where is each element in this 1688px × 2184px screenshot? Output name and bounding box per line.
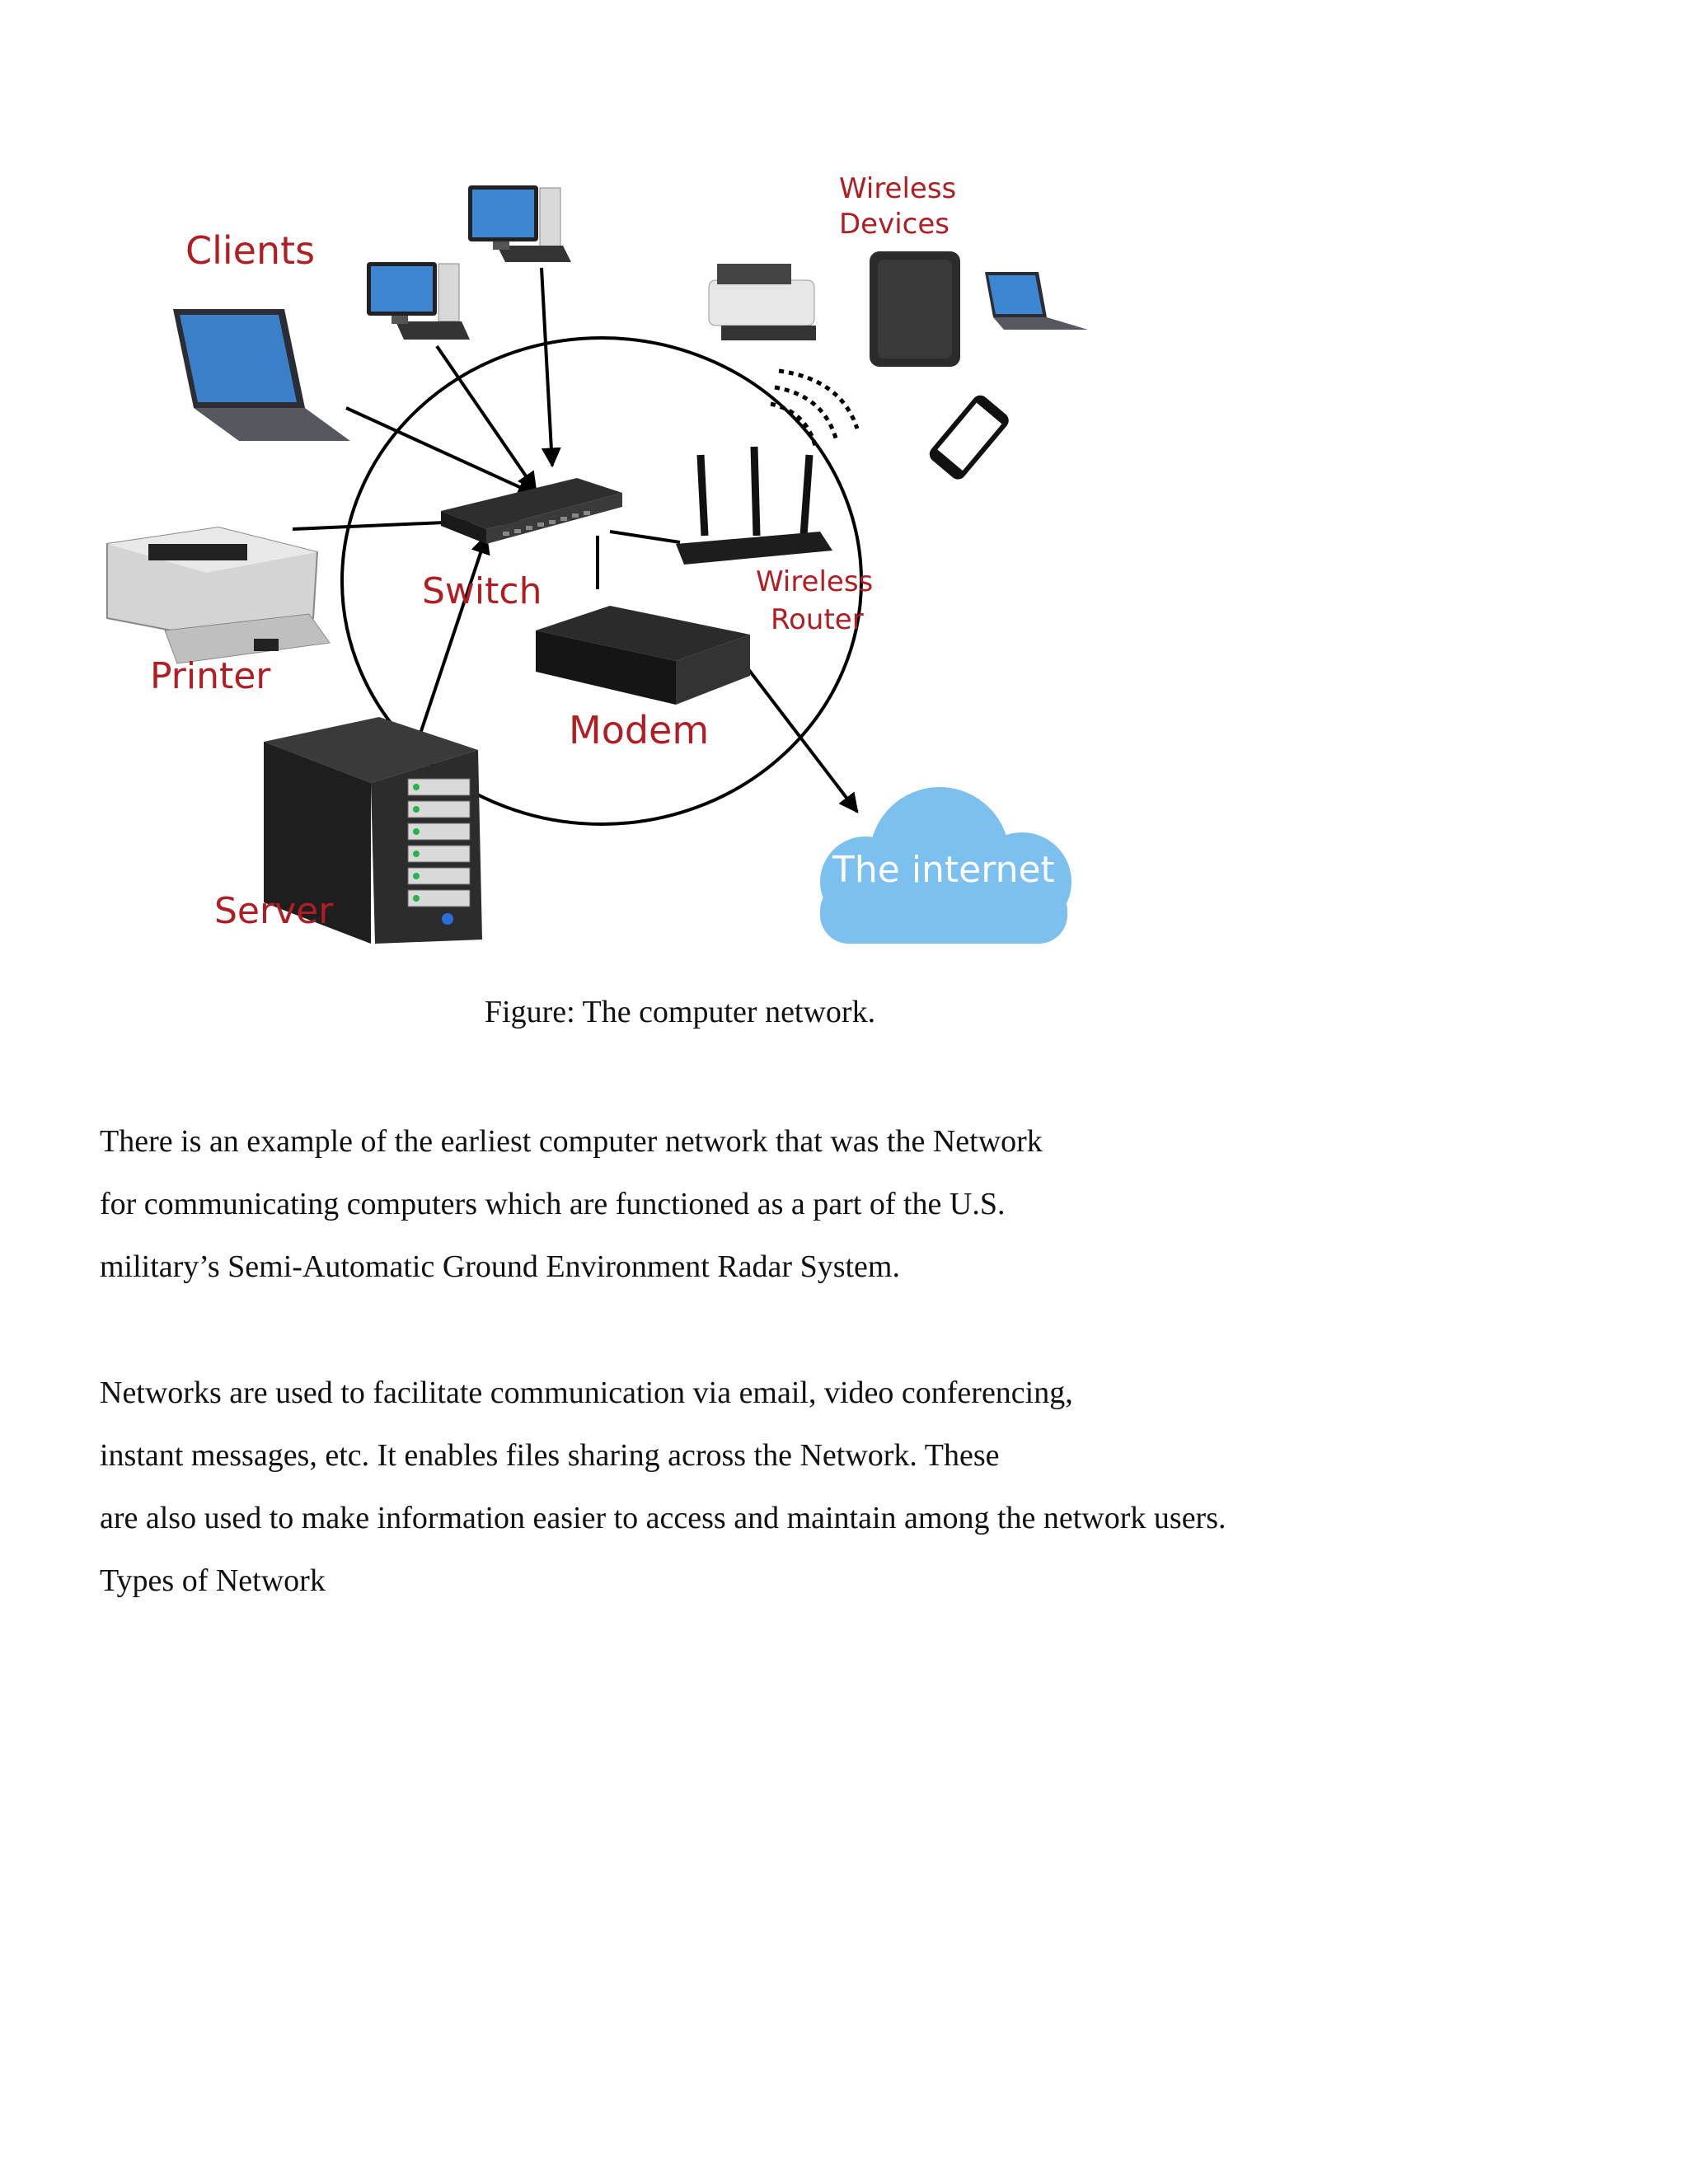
link-desktop2-to-switch: [540, 267, 561, 468]
label-internet: The internet: [832, 849, 1055, 891]
paragraph-earliest-network: There is an example of the earliest comp…: [100, 1110, 1043, 1298]
text-line: Networks are used to facilitate communic…: [100, 1376, 1073, 1410]
label-wireless-devices-2: Devices: [839, 208, 950, 241]
wireless-speaker-icon: [870, 251, 960, 367]
wireless-signal-icon: [770, 368, 860, 450]
link-server-to-switch: [419, 533, 490, 734]
modem-icon: [536, 606, 750, 705]
network-diagram: Clients Wireless Devices Printer Switch …: [106, 172, 1088, 944]
label-switch: Switch: [422, 570, 542, 612]
paragraph-network-uses: Networks are used to facilitate communic…: [100, 1361, 1226, 1612]
network-circle: [340, 336, 863, 826]
heading-types-of-network: Types of Network: [100, 1563, 326, 1598]
text-line: military’s Semi-Automatic Ground Environ…: [100, 1249, 900, 1284]
label-clients: Clients: [185, 228, 315, 273]
label-wireless-router-2: Router: [771, 603, 864, 636]
figure-caption: Figure: The computer network.: [484, 995, 876, 1029]
smartphone-icon: [929, 395, 1009, 480]
label-server: Server: [214, 890, 334, 932]
wireless-printer-icon: [708, 264, 816, 340]
text-line: for communicating computers which are fu…: [100, 1187, 1006, 1221]
server-icon: [264, 717, 482, 944]
text-line: are also used to make information easier…: [100, 1501, 1226, 1535]
label-wireless-devices-1: Wireless: [839, 172, 956, 205]
text-line: instant messages, etc. It enables files …: [100, 1438, 1000, 1473]
link-modem-to-internet: [736, 654, 859, 813]
wireless-router-icon: [676, 446, 832, 565]
internet-cloud-icon: [820, 787, 1071, 944]
desktop-computer-icon-1: [367, 262, 470, 340]
label-printer: Printer: [150, 655, 271, 697]
text-line: There is an example of the earliest comp…: [100, 1124, 1043, 1159]
printer-icon: [106, 526, 331, 664]
link-laptop-to-switch: [345, 406, 538, 496]
link-desktop1-to-switch: [435, 344, 537, 492]
label-wireless-router-1: Wireless: [756, 565, 873, 598]
wireless-laptop-icon: [985, 272, 1088, 330]
link-switch-to-router: [609, 530, 681, 544]
laptop-client-icon: [173, 309, 350, 441]
desktop-computer-icon-2: [468, 185, 571, 262]
network-switch-icon: [441, 478, 622, 544]
label-modem: Modem: [569, 708, 709, 752]
